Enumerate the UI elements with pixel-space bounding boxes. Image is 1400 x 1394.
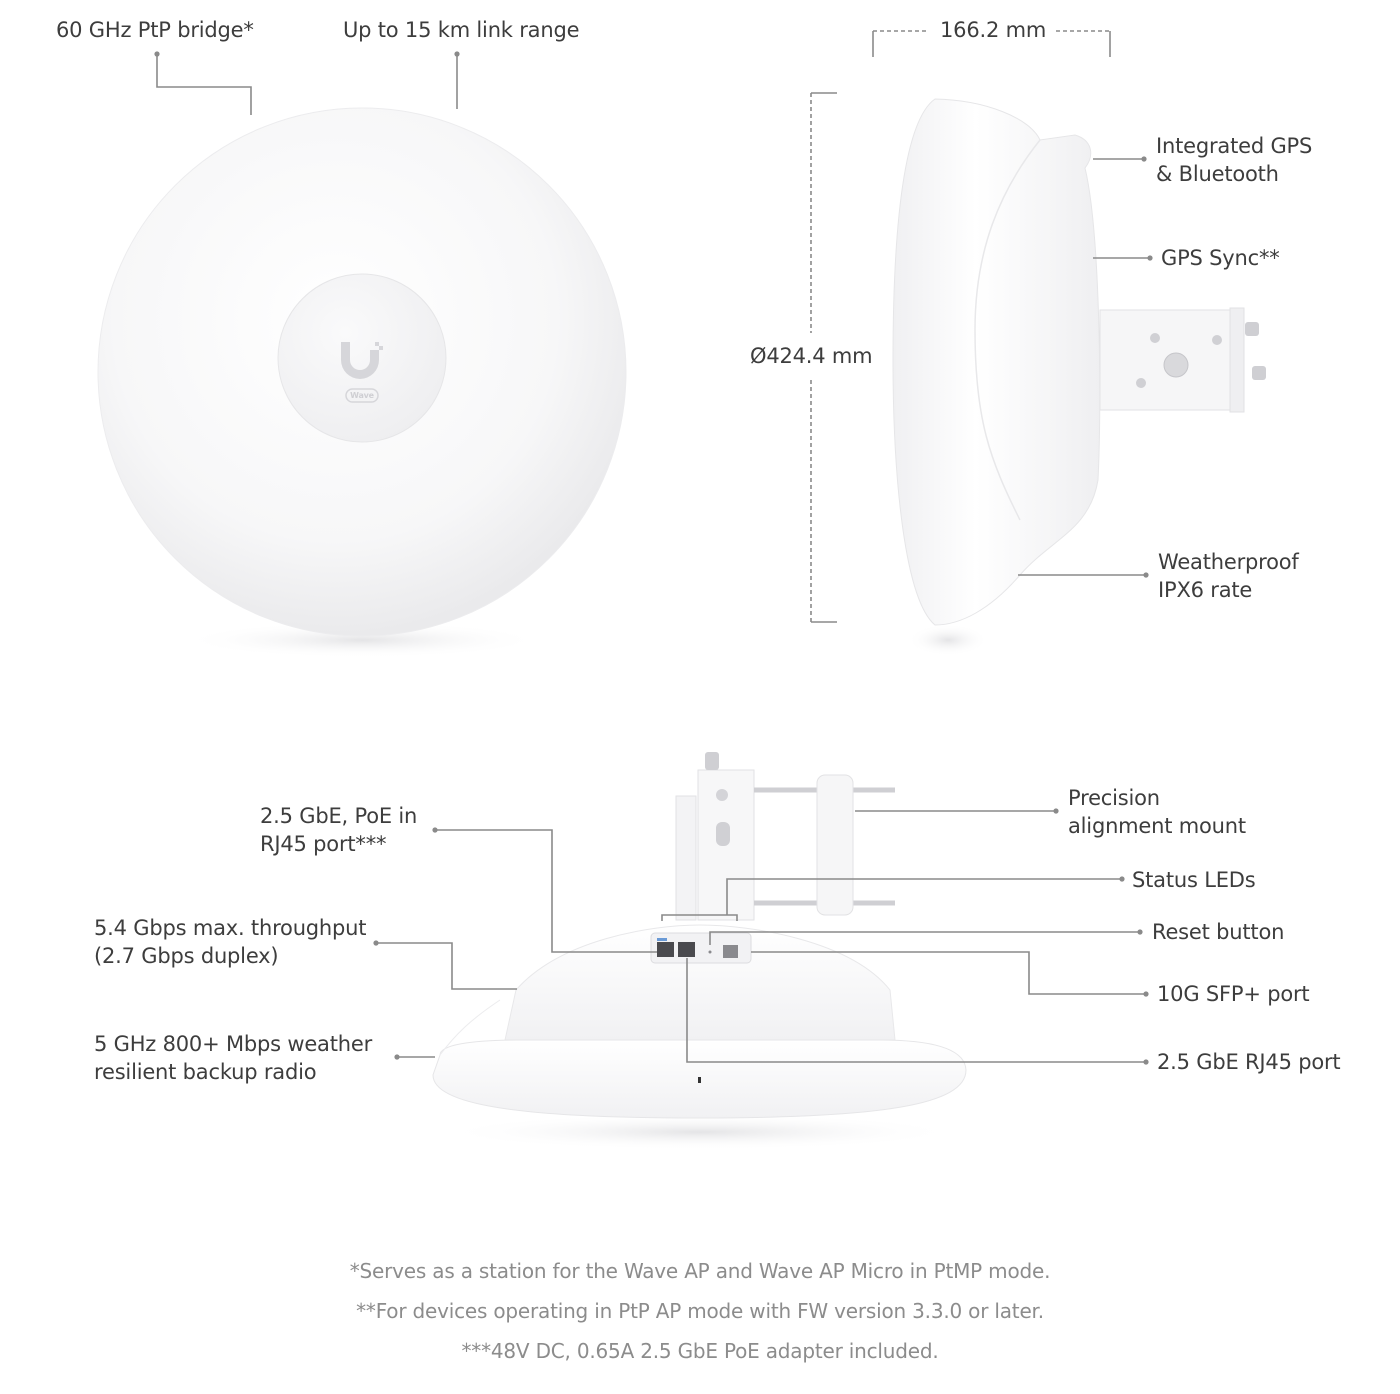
callout-gps-bluetooth: Integrated GPS & Bluetooth xyxy=(1156,132,1312,188)
callout-line: Precision xyxy=(1068,786,1160,810)
callout-link-range: Up to 15 km link range xyxy=(343,18,580,42)
callout-line: alignment mount xyxy=(1068,814,1246,838)
callout-poe-in-port: 2.5 GbE, PoE in RJ45 port*** xyxy=(260,802,417,858)
callout-line: Weatherproof xyxy=(1158,550,1299,574)
dimension-depth: 166.2 mm xyxy=(940,18,1047,42)
side-leader-lines xyxy=(1018,158,1150,576)
front-leader-lines xyxy=(156,54,458,115)
callout-line: 5.4 Gbps max. throughput xyxy=(94,916,367,940)
callout-gps-sync: GPS Sync** xyxy=(1161,244,1280,272)
ubiquiti-u-logo-icon xyxy=(341,342,383,379)
callout-line: Reset button xyxy=(1152,920,1285,944)
callout-line: (2.7 Gbps duplex) xyxy=(94,944,279,968)
callout-sfp-port: 10G SFP+ port xyxy=(1157,980,1310,1008)
front-view-device xyxy=(97,107,627,658)
callout-line: IPX6 rate xyxy=(1158,578,1253,602)
dimension-diameter: Ø424.4 mm xyxy=(750,344,873,368)
callout-ptp-bridge: 60 GHz PtP bridge* xyxy=(56,18,254,42)
diameter-dimension-line xyxy=(810,92,837,623)
callout-line: 2.5 GbE RJ45 port xyxy=(1157,1050,1341,1074)
bottom-view-device xyxy=(432,752,967,1150)
bottom-leader-lines xyxy=(376,810,1146,1063)
callout-rj45-port: 2.5 GbE RJ45 port xyxy=(1157,1048,1341,1076)
footnote-1: *Serves as a station for the Wave AP and… xyxy=(349,1259,1051,1283)
side-view-device xyxy=(892,98,1266,656)
footnote-3: ***48V DC, 0.65A 2.5 GbE PoE adapter inc… xyxy=(461,1339,939,1363)
callout-backup-radio: 5 GHz 800+ Mbps weather resilient backup… xyxy=(94,1030,372,1086)
callout-throughput: 5.4 Gbps max. throughput (2.7 Gbps duple… xyxy=(94,914,367,970)
callout-reset-button: Reset button xyxy=(1152,918,1284,946)
callout-line: resilient backup radio xyxy=(94,1060,317,1084)
callout-line: 5 GHz 800+ Mbps weather xyxy=(94,1032,373,1056)
callout-line: GPS Sync** xyxy=(1161,246,1280,270)
callout-line: Status LEDs xyxy=(1132,868,1256,892)
callout-weatherproof: Weatherproof IPX6 rate xyxy=(1158,548,1299,604)
callout-line: 10G SFP+ port xyxy=(1157,982,1310,1006)
depth-dimension-line xyxy=(872,30,1111,57)
callout-line: Integrated GPS xyxy=(1156,134,1313,158)
callout-line: 2.5 GbE, PoE in xyxy=(260,804,418,828)
callout-line: & Bluetooth xyxy=(1156,162,1279,186)
wave-badge: Wave xyxy=(350,391,374,400)
footnote-2: **For devices operating in PtP AP mode w… xyxy=(356,1299,1044,1323)
callout-line: RJ45 port*** xyxy=(260,832,387,856)
callout-alignment-mount: Precision alignment mount xyxy=(1068,784,1246,840)
callout-status-leds: Status LEDs xyxy=(1132,866,1256,894)
